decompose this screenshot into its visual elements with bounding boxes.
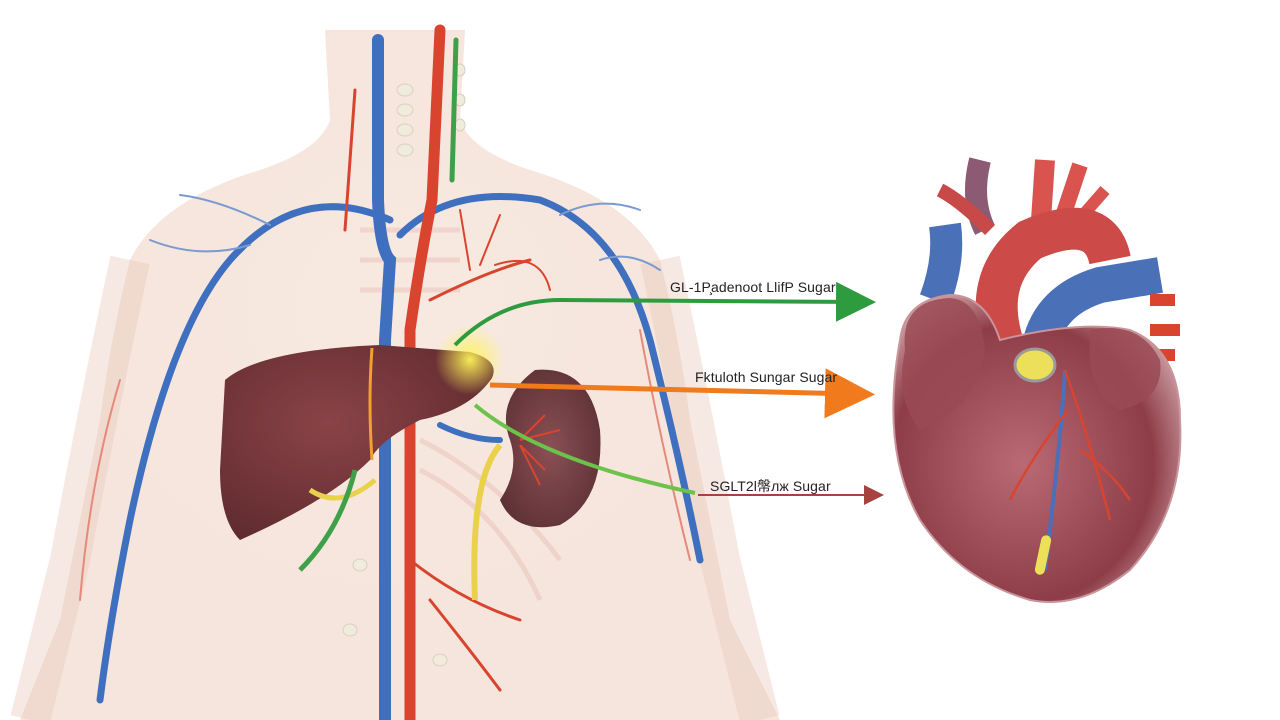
- arrow-green: [453, 281, 876, 347]
- liver: [220, 325, 505, 572]
- arrow-label-glp1: GL-1P̧adenoot LlifP Sugar: [670, 279, 836, 295]
- heart: [892, 157, 1182, 603]
- arrow-green-lower: [473, 403, 696, 495]
- arrow-label-orange: Fktuloth Sungar Sugar: [695, 369, 838, 385]
- arrow-orange: [489, 368, 875, 419]
- arrow-label-sglt2: SGLT2l幋лж Sugar: [710, 478, 831, 494]
- blood-vessels: [79, 24, 704, 720]
- arrows: [453, 281, 884, 505]
